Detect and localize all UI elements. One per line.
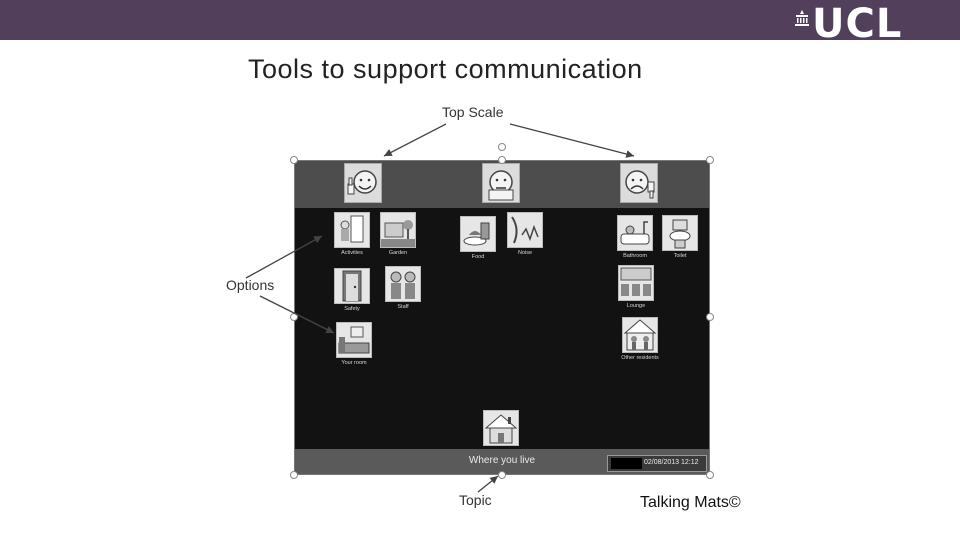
residents-icon	[622, 317, 658, 353]
option-label: Noise	[517, 250, 533, 256]
top-scale-callout: Top Scale	[442, 104, 504, 120]
room-icon	[336, 322, 372, 358]
topic-label: Where you live	[468, 455, 536, 466]
arrow-top-scale-left	[383, 123, 447, 157]
bath-icon	[617, 215, 653, 251]
sad-face-icon	[620, 163, 658, 203]
option-label: Bathroom	[623, 253, 647, 259]
door-icon	[334, 268, 370, 304]
option-label: Garden	[388, 250, 408, 256]
resize-handle	[706, 313, 714, 321]
arrow-options-lower	[259, 295, 335, 334]
ucl-logo: UCL	[812, 1, 903, 47]
timestamp: 02/08/2013 12:12	[644, 459, 699, 466]
option-label: Other residents	[621, 355, 659, 361]
slide-title: Tools to support communication	[248, 54, 643, 84]
happy-face-icon	[344, 163, 382, 203]
people-icon	[385, 266, 421, 302]
arrow-top-scale-right	[509, 123, 635, 158]
timestamp-screen	[611, 458, 642, 469]
food-icon	[460, 216, 496, 252]
resize-handle	[498, 156, 506, 164]
resize-handle	[498, 471, 506, 479]
option-label: Staff	[397, 304, 409, 310]
activities-icon	[334, 212, 370, 248]
lounge-icon	[618, 265, 654, 301]
arrow-options-upper	[245, 235, 323, 279]
toilet-icon	[662, 215, 698, 251]
garden-icon	[380, 212, 416, 248]
resize-handle	[290, 471, 298, 479]
options-callout: Options	[226, 277, 275, 293]
option-label: Lounge	[626, 303, 646, 309]
unsure-face-icon	[482, 163, 520, 203]
house-icon	[483, 410, 519, 446]
resize-handle	[706, 471, 714, 479]
option-label: Toilet	[673, 253, 687, 259]
arrow-topic	[477, 475, 499, 493]
resize-handle	[706, 156, 714, 164]
option-label: Safety	[344, 306, 360, 312]
ucl-portico-icon	[795, 10, 809, 26]
option-label: Your room	[341, 360, 367, 366]
option-label: Activities	[341, 250, 363, 256]
resize-handle	[290, 156, 298, 164]
rotate-handle	[498, 143, 506, 151]
credit-text: Talking Mats©	[640, 494, 741, 511]
option-label: Food	[471, 254, 485, 260]
noise-icon	[507, 212, 543, 248]
topic-callout: Topic	[459, 492, 492, 508]
